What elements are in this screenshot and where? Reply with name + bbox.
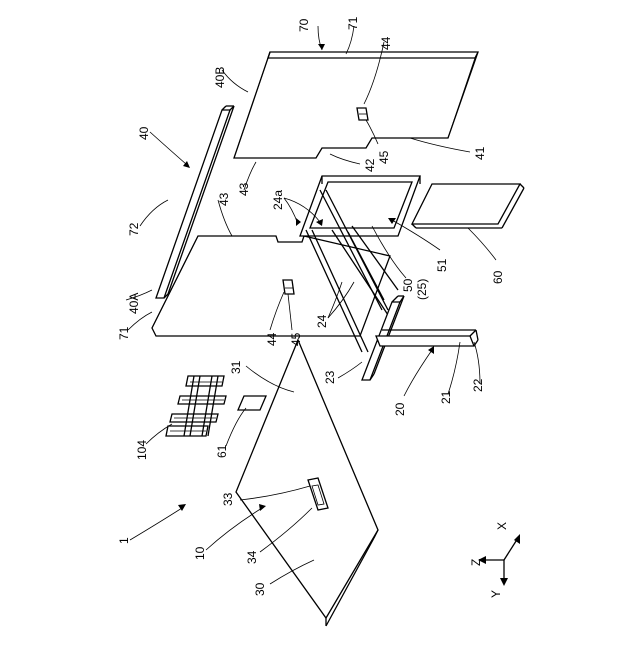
- label-40: 40: [137, 126, 151, 140]
- label-22: 22: [471, 378, 485, 392]
- label-20: 20: [393, 402, 407, 416]
- label-44-top: 44: [379, 36, 393, 50]
- label-1: 1: [117, 537, 131, 544]
- plate-60: [412, 184, 524, 228]
- axis-label-z: Z: [469, 559, 483, 566]
- label-33: 33: [221, 492, 235, 506]
- label-43-mid: 43: [217, 192, 231, 206]
- upper-panel-70: [234, 52, 478, 158]
- axis-label-y: Y: [489, 590, 503, 598]
- label-61: 61: [215, 444, 229, 458]
- label-10: 10: [193, 546, 207, 560]
- label-40b: 40B: [213, 67, 227, 88]
- label-50: 50: [401, 278, 415, 292]
- label-104: 104: [135, 440, 149, 460]
- label-45-top: 45: [377, 150, 391, 164]
- label-70: 70: [297, 18, 311, 32]
- label-30: 30: [253, 582, 267, 596]
- label-72: 72: [127, 222, 141, 236]
- label-24a: 24a: [271, 190, 285, 210]
- label-44-mid: 44: [265, 332, 279, 346]
- label-41: 41: [473, 146, 487, 160]
- rail-assembly-104: [166, 376, 226, 436]
- label-60: 60: [491, 270, 505, 284]
- label-71-top: 71: [346, 16, 360, 30]
- label-51: 51: [435, 258, 449, 272]
- label-34: 34: [245, 550, 259, 564]
- label-24: 24: [315, 314, 329, 328]
- label-40a: 40A: [127, 293, 141, 314]
- label-21: 21: [439, 390, 453, 404]
- label-23: 23: [323, 370, 337, 384]
- label-71-left: 71: [117, 326, 131, 340]
- axis-label-x: X: [495, 522, 509, 530]
- label-25: (25): [415, 279, 429, 300]
- label-43-top: 43: [237, 182, 251, 196]
- label-31: 31: [229, 360, 243, 374]
- small-plate-61: [238, 396, 266, 410]
- label-45-mid: 45: [289, 332, 303, 346]
- coordinate-axes: [478, 534, 520, 586]
- label-42: 42: [363, 158, 377, 172]
